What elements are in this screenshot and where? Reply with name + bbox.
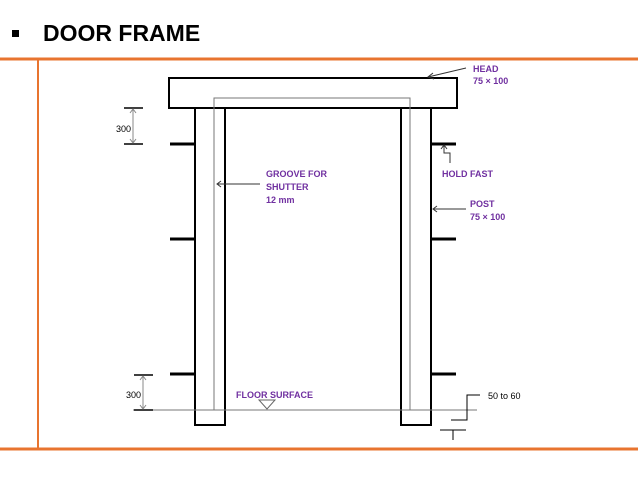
hold-fasts — [170, 142, 456, 376]
floor-surface-label: FLOOR SURFACE — [236, 390, 313, 400]
hold-fast-label: HOLD FAST — [442, 169, 494, 179]
embed-label: 50 to 60 — [488, 391, 521, 401]
leader-arrows — [216, 67, 467, 213]
left-post — [194, 108, 226, 426]
slide-title: DOOR FRAME — [12, 20, 200, 47]
bullet-icon — [12, 30, 19, 37]
shutter-groove — [213, 97, 411, 410]
dimension-bottom — [134, 374, 153, 411]
groove-label-3: 12 mm — [266, 195, 295, 205]
groove-label-1: GROOVE FOR — [266, 169, 328, 179]
head-size-label: 75 × 100 — [473, 76, 508, 86]
dim-top-label: 300 — [116, 124, 131, 134]
post-size-label: 75 × 100 — [470, 212, 505, 222]
post-label: POST — [470, 199, 495, 209]
embed-dimension — [440, 394, 480, 440]
dim-bottom-label: 300 — [126, 390, 141, 400]
head-member — [168, 77, 458, 109]
floor-symbol-icon — [257, 399, 277, 410]
dimension-top — [124, 107, 143, 145]
head-label: HEAD — [473, 64, 499, 74]
right-post — [400, 108, 432, 426]
title-text: DOOR FRAME — [43, 20, 201, 46]
groove-label-2: SHUTTER — [266, 182, 309, 192]
